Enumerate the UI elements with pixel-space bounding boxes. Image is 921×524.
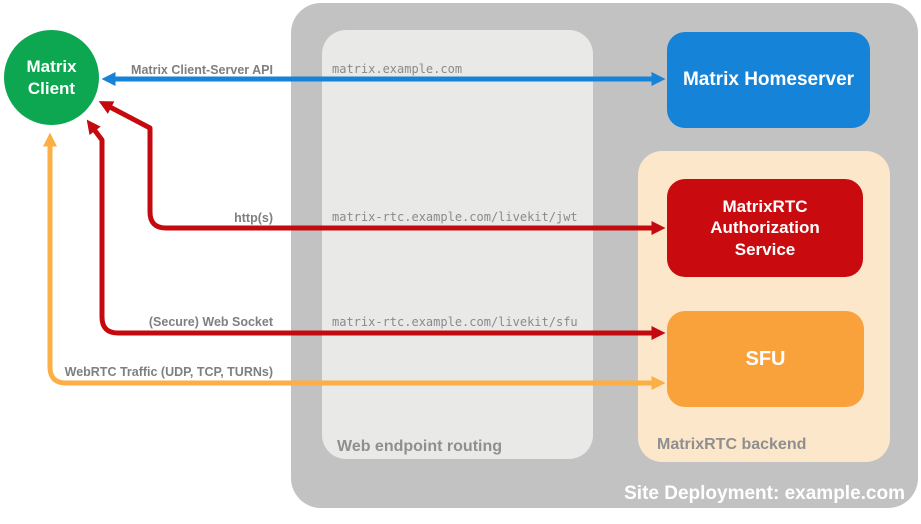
client-server-api-arrow-label: Matrix Client-Server API <box>131 63 273 77</box>
route-livekit-sfu: matrix-rtc.example.com/livekit/sfu <box>332 315 578 329</box>
web-endpoint-routing-caption: Web endpoint routing <box>337 438 503 455</box>
https-arrow-label: http(s) <box>234 211 273 225</box>
matrixrtc-authorization-service-node: MatrixRTC Authorization Service <box>667 179 863 277</box>
matrixrtc-backend-caption: MatrixRTC backend <box>657 436 807 453</box>
site-deployment-caption: Site Deployment: example.com <box>624 483 905 504</box>
web-endpoint-routing-container <box>322 30 593 459</box>
sfu-label: SFU <box>745 347 786 370</box>
auth-service-label: MatrixRTC Authorization Service <box>710 197 820 259</box>
matrix-homeserver-label: Matrix Homeserver <box>682 69 855 90</box>
matrix-client-node: Matrix Client <box>4 30 99 125</box>
route-matrix-example-com: matrix.example.com <box>332 62 463 76</box>
webrtc-traffic-arrow-label: WebRTC Traffic (UDP, TCP, TURNs) <box>64 365 273 379</box>
sfu-node: SFU <box>667 311 864 407</box>
matrix-client-label: Matrix Client <box>26 57 77 98</box>
matrix-homeserver-node: Matrix Homeserver <box>667 32 870 128</box>
route-livekit-jwt: matrix-rtc.example.com/livekit/jwt <box>332 210 578 224</box>
websocket-arrow-label: (Secure) Web Socket <box>148 315 273 329</box>
